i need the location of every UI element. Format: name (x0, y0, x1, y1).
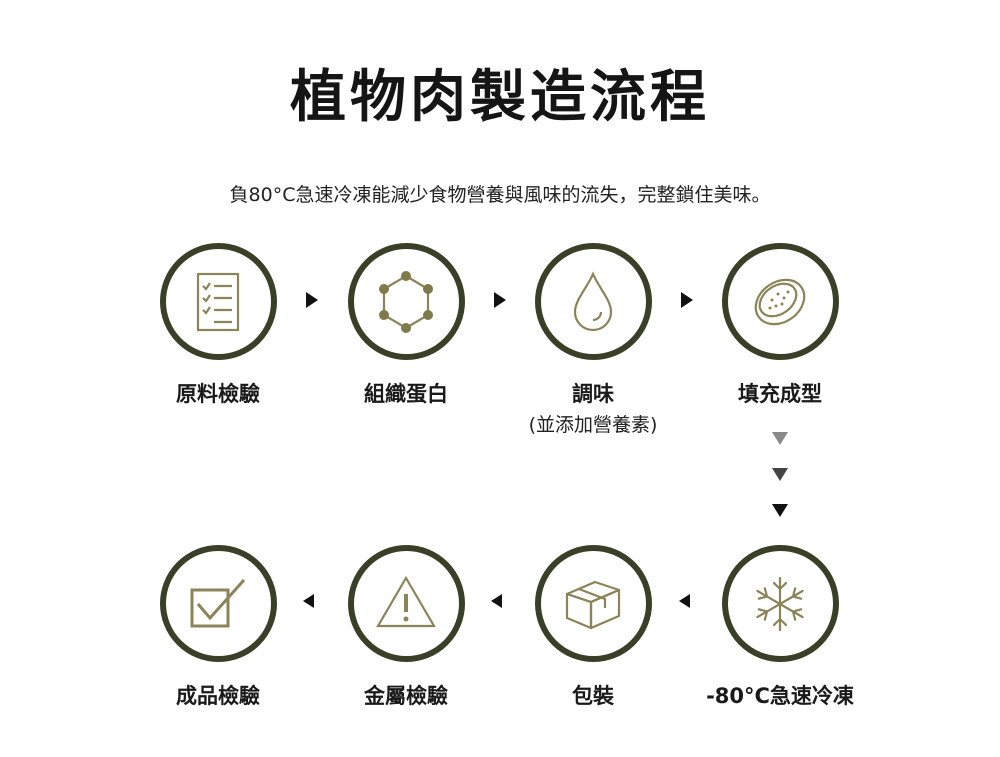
arrow-right-icon (306, 292, 318, 308)
snowflake-icon (756, 576, 804, 631)
arrow-down-icon (772, 504, 788, 517)
arrow-right-icon (494, 292, 506, 308)
step-raw-material-inspection: 原料檢驗 (138, 243, 298, 407)
step-final-inspection: 成品檢驗 (138, 545, 298, 709)
step-filling-forming: 填充成型 (700, 243, 860, 407)
arrow-down-icon (772, 468, 788, 481)
step-circle (159, 545, 277, 662)
step-label: 成品檢驗 (176, 684, 260, 708)
box-icon (565, 580, 621, 629)
step-circle (721, 545, 839, 662)
checklist-icon (196, 272, 240, 331)
step-sublabel: (並添加營養素) (528, 414, 658, 437)
checkbox-icon (190, 578, 246, 627)
step-circle (534, 545, 652, 662)
step-seasoning: 調味 (並添加營養素) (513, 243, 673, 437)
step-circle (159, 243, 277, 360)
arrow-left-icon (491, 594, 502, 608)
molecule-icon (379, 270, 433, 333)
arrow-left-icon (303, 594, 314, 608)
patty-icon (754, 278, 806, 325)
page-title: 植物肉製造流程 (290, 64, 710, 130)
step-label: 原料檢驗 (176, 382, 260, 406)
step-textured-protein: 組織蛋白 (326, 243, 486, 407)
step-label: -80°C急速冷凍 (706, 684, 854, 708)
step-circle (347, 545, 465, 662)
warning-icon (376, 575, 436, 627)
arrow-down-icon (772, 432, 788, 445)
arrow-left-icon (679, 594, 690, 608)
step-circle (347, 243, 465, 360)
arrow-right-icon (681, 292, 693, 308)
page-subtitle: 負80°C急速冷凍能減少食物營養與風味的流失，完整鎖住美味。 (229, 184, 771, 206)
step-label: 包裝 (572, 684, 614, 708)
step-label: 組織蛋白 (364, 382, 448, 406)
step-packaging: 包裝 (513, 545, 673, 709)
step-label: 填充成型 (738, 382, 822, 406)
step-circle (721, 243, 839, 360)
step-metal-inspection: 金屬檢驗 (326, 545, 486, 709)
step-flash-freezing: -80°C急速冷凍 (700, 545, 860, 709)
step-circle (534, 243, 652, 360)
step-label: 調味 (572, 382, 614, 406)
step-label: 金屬檢驗 (364, 684, 448, 708)
droplet-icon (573, 270, 613, 331)
